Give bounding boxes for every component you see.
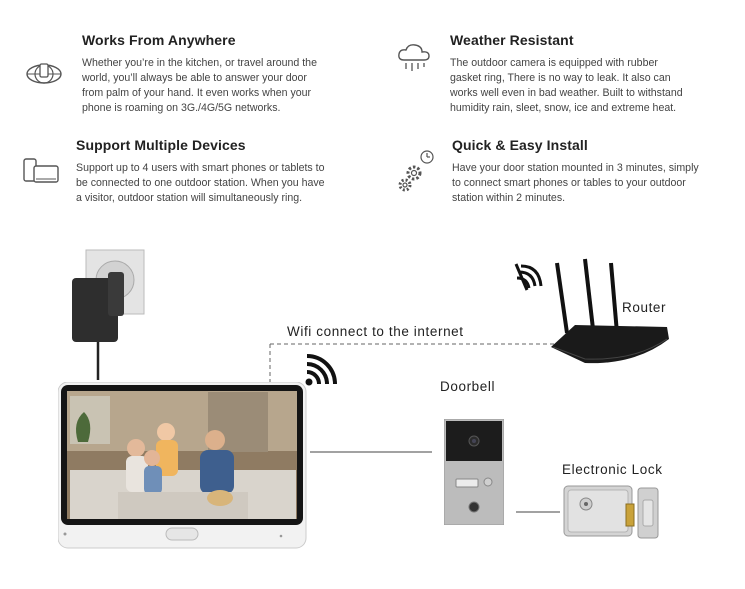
electronic-lock-image bbox=[560, 482, 662, 542]
wifi-signal-icon bbox=[305, 354, 337, 386]
feature-text: The outdoor camera is equipped with rubb… bbox=[450, 57, 683, 114]
power-adapter-image bbox=[70, 248, 148, 348]
feature-works-anywhere: Works From Anywhere Whether you’re in th… bbox=[82, 32, 382, 116]
router-image bbox=[545, 255, 675, 370]
feature-title: Works From Anywhere bbox=[82, 32, 236, 48]
feature-text: Have your door station mounted in 3 minu… bbox=[452, 162, 699, 204]
feature-quick-install: Quick & Easy Install Have your door stat… bbox=[452, 137, 742, 206]
feature-text: Whether you’re in the kitchen, or travel… bbox=[82, 57, 317, 114]
feature-weather-resistant: Weather Resistant The outdoor camera is … bbox=[450, 32, 740, 116]
globe-phone-icon bbox=[24, 58, 64, 88]
router-signal-icon bbox=[513, 260, 547, 294]
devices-icon bbox=[22, 156, 60, 186]
wifi-label: Wifi connect to the internet bbox=[287, 324, 464, 339]
gears-clock-icon bbox=[396, 149, 436, 195]
router-label: Router bbox=[622, 300, 667, 315]
feature-title: Quick & Easy Install bbox=[452, 137, 588, 153]
feature-multiple-devices: Support Multiple Devices Support up to 4… bbox=[76, 137, 376, 206]
cloud-rain-icon bbox=[396, 42, 432, 74]
doorbell-label: Doorbell bbox=[440, 379, 496, 394]
doorbell-image bbox=[444, 419, 504, 525]
electronic-lock-label: Electronic Lock bbox=[562, 462, 663, 477]
feature-text: Support up to 4 users with smart phones … bbox=[76, 162, 325, 204]
feature-title: Support Multiple Devices bbox=[76, 137, 246, 153]
feature-title: Weather Resistant bbox=[450, 32, 574, 48]
indoor-monitor-image bbox=[58, 382, 308, 550]
